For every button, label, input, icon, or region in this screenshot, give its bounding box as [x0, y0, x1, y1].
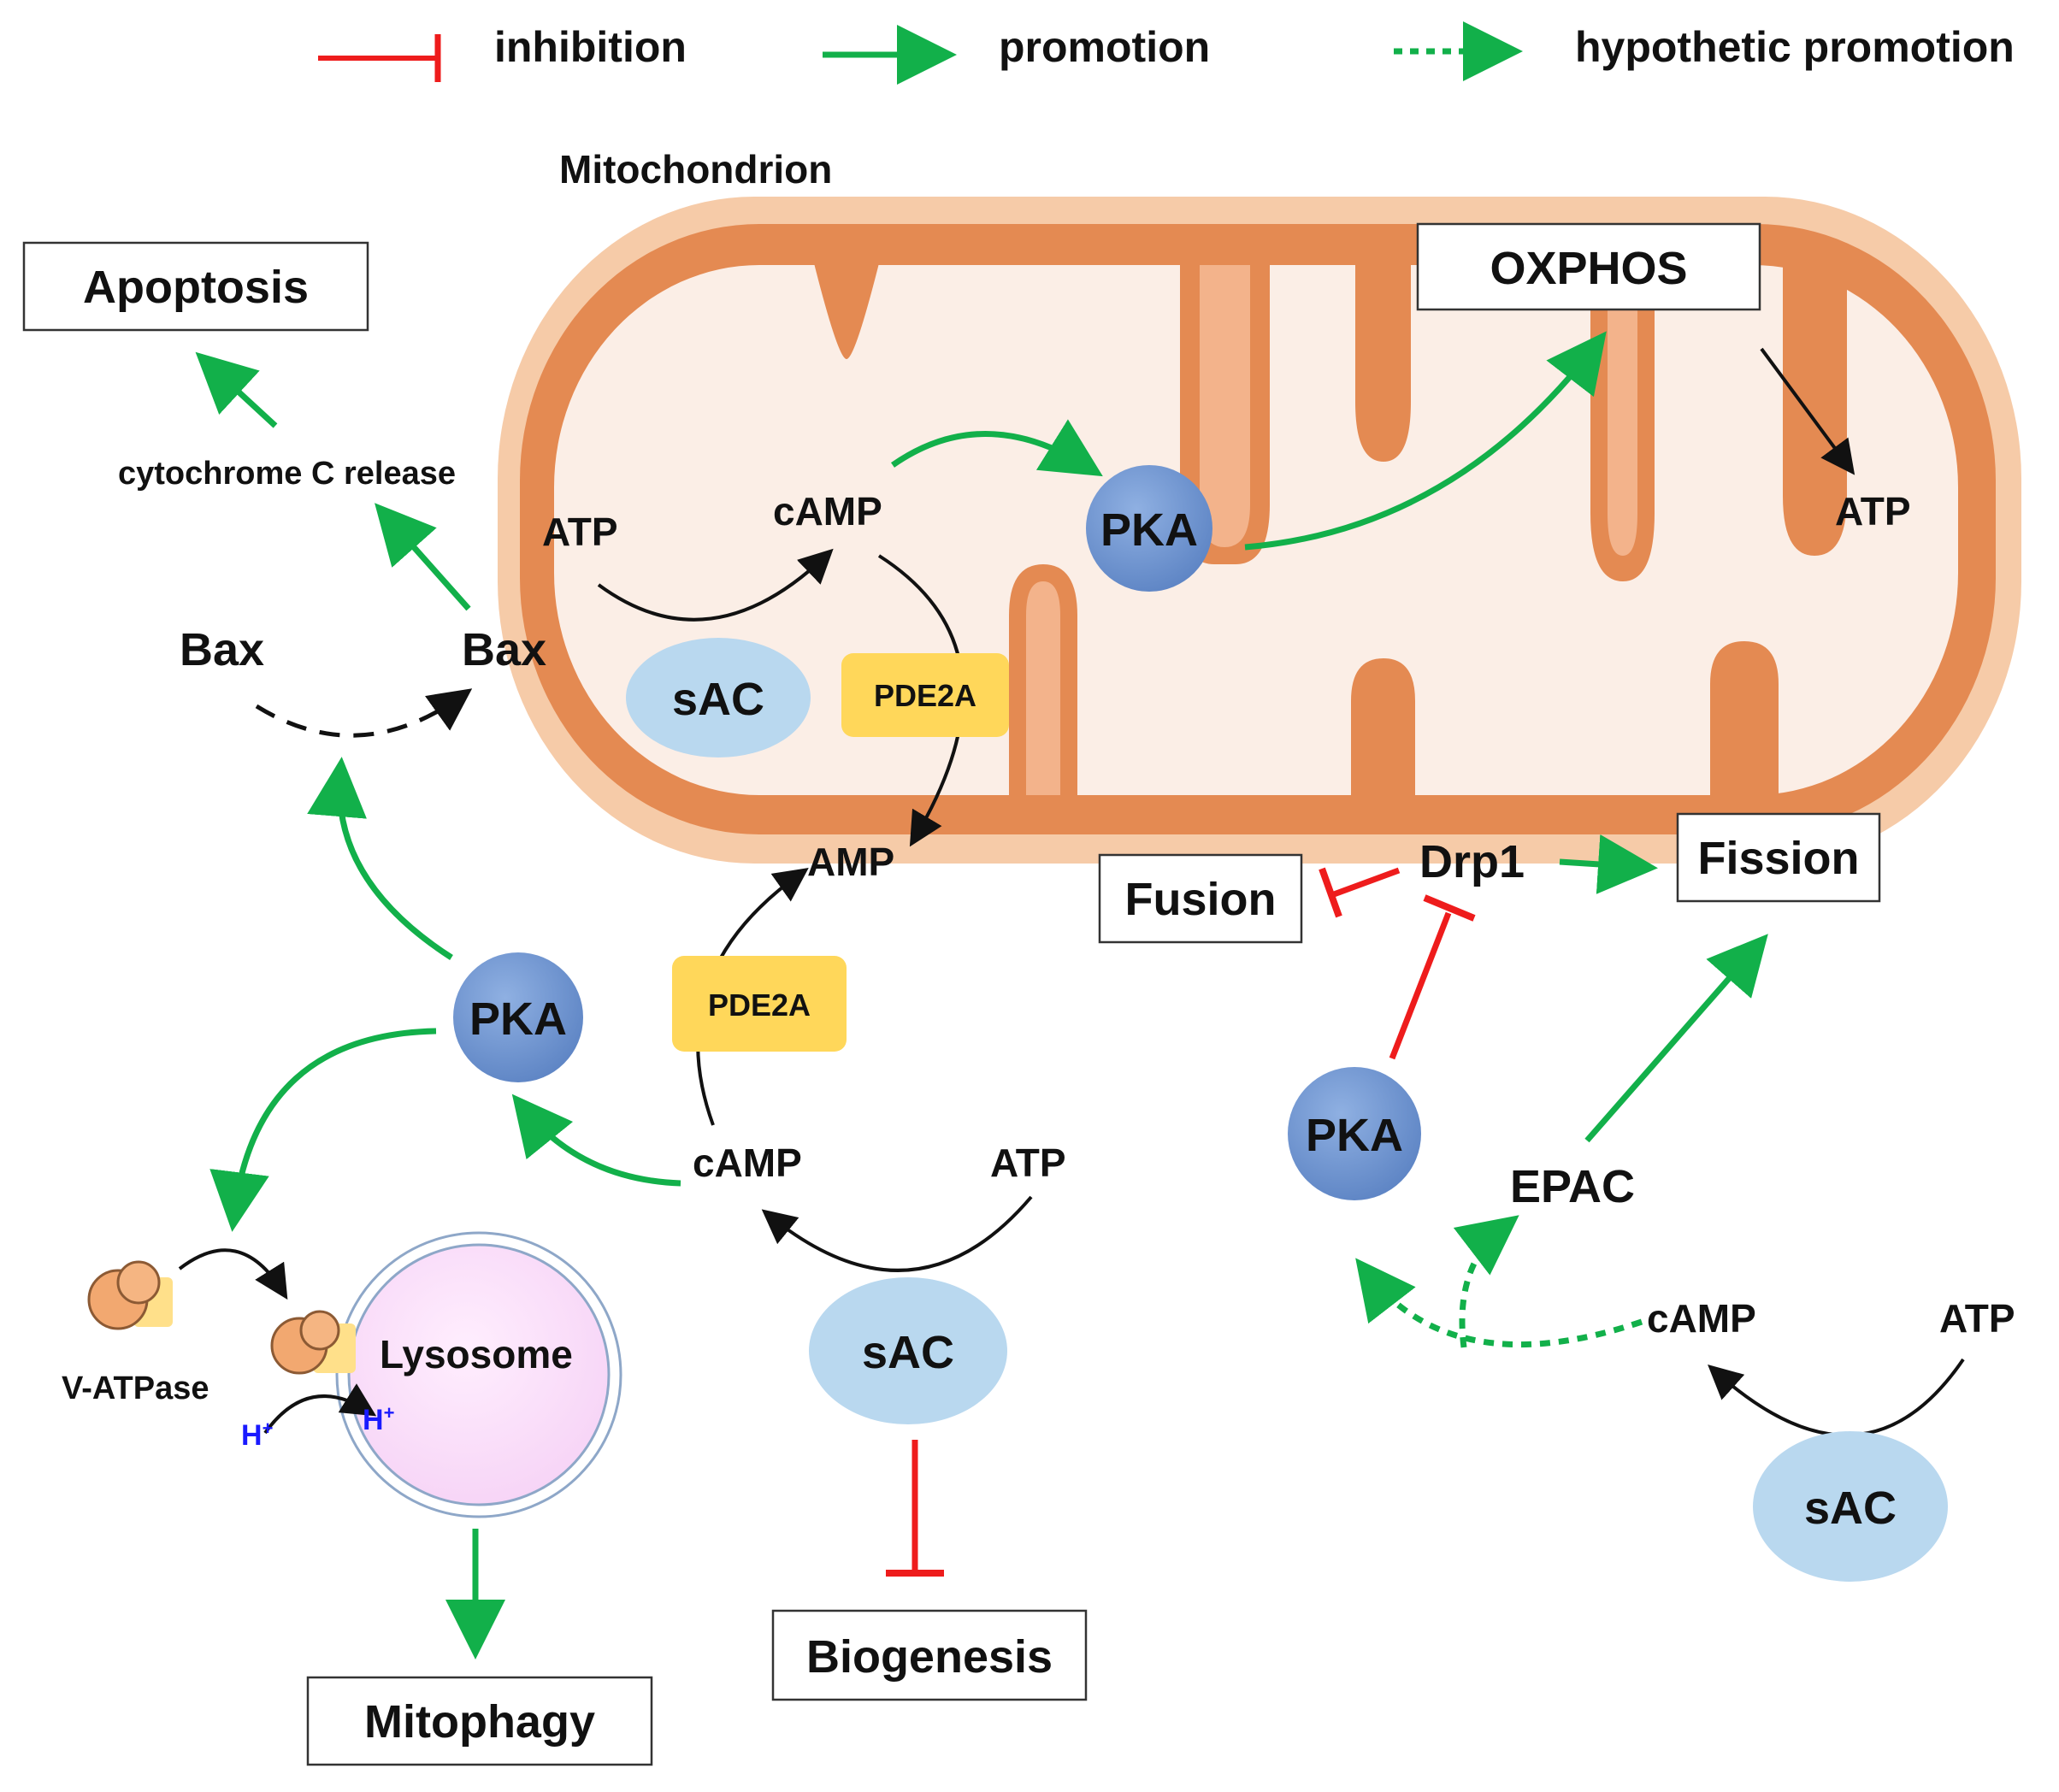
drp1-inhibition-bar — [1423, 894, 1476, 922]
pka-to-bax-arrow — [307, 757, 453, 960]
epac-label: EPAC — [1510, 1161, 1635, 1212]
pka-to-vatpase-arrow — [209, 1028, 437, 1232]
pka-inner-label: PKA — [1100, 504, 1198, 556]
cytochrome-to-apoptosis-arrow — [195, 351, 278, 428]
camp-to-pka-left-arrow — [511, 1093, 681, 1187]
crista-top-1-inner — [1200, 265, 1250, 547]
camp-to-pka-hypothetic — [1355, 1258, 1643, 1348]
fission-box — [1676, 812, 1881, 903]
proton-inside-label: H+ — [363, 1402, 394, 1436]
pka-to-oxphos-arrow — [1244, 331, 1607, 551]
sac-inner-label: sAC — [672, 674, 764, 725]
pka-right-label: PKA — [1306, 1110, 1403, 1161]
vatpase-label: V-ATPase — [62, 1371, 209, 1406]
pka-left-label: PKA — [469, 993, 567, 1045]
camp-to-epac-hypothetic — [1453, 1215, 1519, 1348]
cytochrome-label: cytochrome C release — [118, 456, 456, 492]
atp-to-camp-lower-arrow — [761, 1195, 1033, 1272]
lysosome-label: Lysosome — [380, 1332, 573, 1376]
fusion-label: Fusion — [1125, 874, 1277, 925]
camp-right-label: cAMP — [1647, 1296, 1756, 1341]
crista-top-0 — [812, 256, 881, 359]
crista-bottom-1-inner — [1026, 581, 1060, 795]
sac-lower-node — [809, 1277, 1007, 1424]
pka-right-to-drp1-inhibition — [1389, 911, 1452, 1060]
oxphos-to-atp-arrow — [1760, 347, 1855, 475]
drp1-to-fusion-inhibition — [1332, 867, 1401, 898]
bax-left-label: Bax — [180, 624, 264, 675]
pde-lower-node — [672, 956, 847, 1052]
crista-top-2 — [1355, 256, 1411, 462]
legend-promotion-label: promotion — [999, 23, 1210, 71]
drp1-to-fission-arrow — [1559, 834, 1658, 894]
drp1-label: Drp1 — [1419, 836, 1525, 887]
camp-lower-label: cAMP — [693, 1141, 802, 1185]
bax-translocation-arrow — [255, 688, 473, 738]
fission-label: Fission — [1697, 833, 1859, 884]
sac-right-label: sAC — [1804, 1483, 1897, 1534]
sac-lower-label: sAC — [862, 1327, 954, 1378]
proton-outside-label: H+ — [241, 1418, 273, 1452]
pde-lower-label: PDE2A — [708, 987, 811, 1023]
crista-bottom-2 — [1351, 658, 1415, 804]
bax-right-label: Bax — [462, 624, 546, 675]
mitophagy-label: Mitophagy — [364, 1696, 595, 1748]
proton-pump-arrow — [263, 1383, 377, 1435]
atp-out-label: ATP — [1835, 489, 1911, 533]
sac-right-node — [1753, 1431, 1948, 1582]
biogenesis-box — [771, 1609, 1088, 1701]
biogenesis-label: Biogenesis — [806, 1631, 1053, 1683]
camp-inner-label: cAMP — [773, 489, 882, 533]
epac-to-fission-arrow — [1584, 934, 1768, 1143]
mitophagy-box — [306, 1676, 653, 1766]
crista-top-4 — [1783, 256, 1847, 556]
camp-to-pka-inner-arrow — [890, 419, 1103, 477]
amp-label: AMP — [807, 840, 894, 884]
pka-right-node — [1288, 1067, 1421, 1200]
oxphos-box — [1416, 222, 1761, 311]
legend-hypothetic-label: hypothetic promotion — [1575, 23, 2015, 71]
crista-bottom-3 — [1710, 641, 1779, 804]
lysosome — [347, 1243, 611, 1506]
pde-inner-label: PDE2A — [874, 678, 976, 713]
legend-inhibition-label: inhibition — [494, 23, 687, 71]
atp-right-label: ATP — [1939, 1296, 2015, 1341]
apoptosis-box — [22, 241, 369, 332]
bax-to-cytochrome-arrow — [375, 503, 471, 611]
pka-left-node — [453, 952, 583, 1082]
legend: inhibition promotion hypothetic promotio… — [318, 21, 2015, 85]
fusion-inhibition-bar — [1319, 867, 1342, 918]
atp-inner-label: ATP — [542, 510, 618, 554]
atp-to-camp-right-arrow — [1708, 1358, 1965, 1437]
crista-top-3-inner — [1608, 265, 1637, 556]
apoptosis-label: Apoptosis — [83, 262, 309, 313]
atp-lower-label: ATP — [990, 1141, 1066, 1185]
atp-to-camp-inner-arrow — [597, 548, 834, 622]
pka-inner-node — [1086, 465, 1212, 592]
vatpase-translocation-arrow — [178, 1248, 288, 1300]
sac-inner-node — [626, 638, 811, 757]
oxphos-label: OXPHOS — [1490, 243, 1687, 294]
pde-inner-node — [841, 653, 1009, 737]
fusion-box — [1098, 853, 1303, 944]
mitochondrion-label: Mitochondrion — [559, 147, 832, 192]
vatpase-icon-lysosome — [270, 1310, 356, 1375]
vatpase-icon-left — [87, 1260, 173, 1330]
